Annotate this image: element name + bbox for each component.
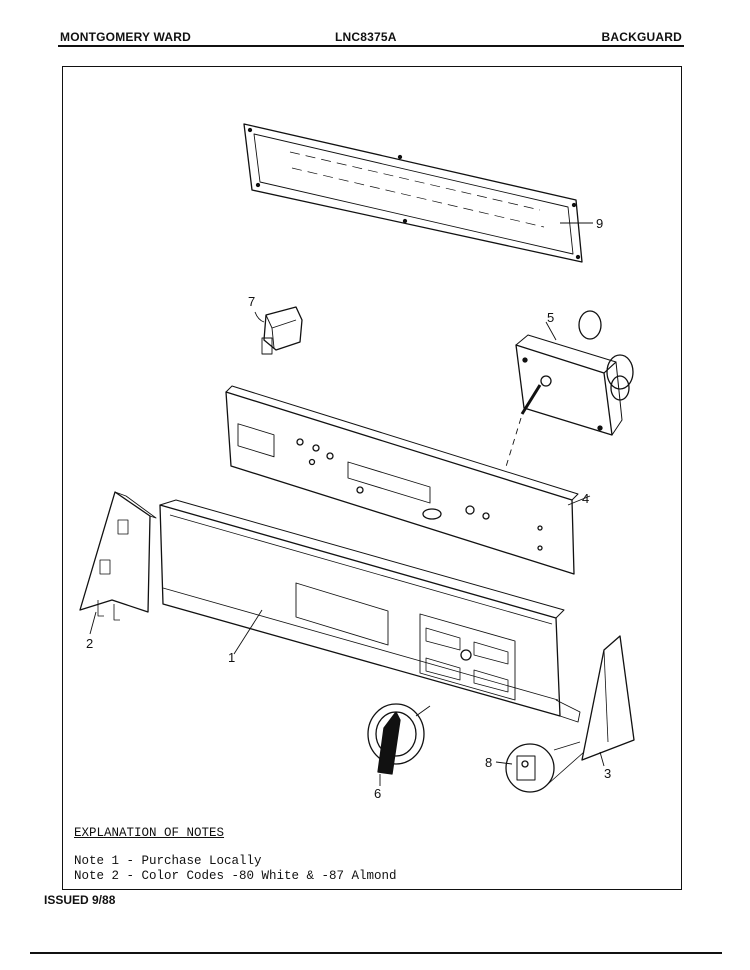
issued-date: ISSUED 9/88 [44, 893, 116, 907]
callout-3: 3 [604, 766, 611, 781]
manufacturer-label: MONTGOMERY WARD [60, 30, 191, 44]
model-number-label: LNC8375A [335, 30, 397, 44]
part-1-backguard-panel [159, 499, 581, 723]
part-4-control-bracket [225, 385, 591, 575]
header-rule [58, 45, 684, 47]
callout-4: 4 [582, 491, 589, 506]
notes-section: EXPLANATION OF NOTES Note 1 - Purchase L… [74, 826, 397, 884]
note-2: Note 2 - Color Codes -80 White & -87 Alm… [74, 869, 397, 883]
part-8-clip-detail [495, 741, 585, 793]
part-2-left-end-cap [79, 491, 157, 635]
section-title: BACKGUARD [601, 30, 682, 44]
callout-8: 8 [485, 755, 492, 770]
callout-1: 1 [228, 650, 235, 665]
notes-title: EXPLANATION OF NOTES [74, 826, 225, 840]
callout-7: 7 [248, 294, 255, 309]
note-1: Note 1 - Purchase Locally [74, 854, 262, 868]
part-6-knob [367, 703, 431, 786]
callout-6: 6 [374, 786, 381, 801]
diagram-frame [62, 66, 682, 890]
callout-5: 5 [547, 310, 554, 325]
callout-9: 9 [596, 216, 603, 231]
footer-rule [30, 952, 722, 954]
part-5-timer [504, 310, 634, 471]
part-3-right-end-cap [581, 635, 635, 767]
callout-2: 2 [86, 636, 93, 651]
part-9-gasket [243, 123, 593, 263]
part-7-switch [254, 306, 303, 355]
